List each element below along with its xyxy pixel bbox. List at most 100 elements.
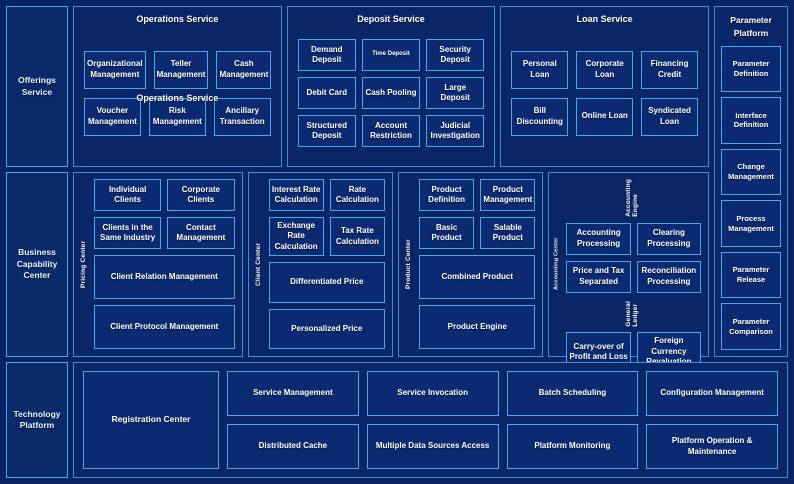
tile-clearing-processing[interactable]: Clearing Processing [636, 222, 701, 255]
tile-clients-in-the-same-industry[interactable]: Clients in the Same Industry [94, 217, 162, 249]
sidebar-item-parameter-comparison[interactable]: Parameter Comparison [721, 303, 781, 350]
tile-product-engine[interactable]: Product Engine [419, 305, 536, 349]
tile-service-management[interactable]: Service Management [227, 371, 359, 416]
tile-bill-discounting[interactable]: Bill Discounting [511, 97, 569, 136]
tile-cash-management[interactable]: Cash Management [216, 50, 272, 89]
business-capability-groups: Pricing Center Individual Clients Corpor… [73, 172, 709, 417]
tile-personalized-price[interactable]: Personalized Price [268, 308, 385, 350]
vlabel-product-center: Product Center [405, 239, 412, 289]
offerings-service-panels: Operations Service Organizational Manage… [73, 6, 710, 167]
tile-configuration-management[interactable]: Configuration Management [646, 371, 778, 416]
tile-multiple-data-sources-access[interactable]: Multiple Data Sources Access [366, 424, 499, 469]
tile-ancillary-transaction[interactable]: Ancillary Transaction [213, 97, 271, 136]
sidebar-item-parameter-definition[interactable]: Parameter Definition [721, 45, 781, 93]
tile-distributed-cache[interactable]: Distributed Cache [227, 424, 359, 469]
tile-service-invocation[interactable]: Service Invocation [366, 371, 499, 416]
tile-risk-management[interactable]: Risk Management [148, 97, 206, 136]
tile-debit-card[interactable]: Debit Card [297, 77, 356, 109]
group-body-product-center: Product Definition Product Management Ba… [415, 179, 536, 349]
tile-judicial-investigation[interactable]: Judicial Investigation [426, 115, 485, 147]
sidebar-spacer [714, 172, 788, 357]
tile-price-and-tax-separated[interactable]: Price and Tax Separated [566, 260, 631, 293]
panel-body-deposit-service: Demand Deposit Time Deposit Security Dep… [288, 30, 495, 166]
tile-reconciliation-processing[interactable]: Reconciliation Processing [636, 260, 701, 293]
rail-technology-platform[interactable]: Technology Platform [6, 362, 68, 478]
product-center-grid: Product Definition Product Management Ba… [419, 179, 536, 249]
tile-large-deposit[interactable]: Large Deposit [426, 77, 485, 109]
group-body-accounting-center: Accounting Engine Accounting Processing … [562, 179, 701, 417]
panel-technology-platform[interactable]: Registration Center Service Management S… [73, 362, 788, 478]
tile-accounting-processing[interactable]: Accounting Processing [566, 222, 631, 255]
tile-account-restriction[interactable]: Account Restriction [361, 115, 421, 147]
group-product-center[interactable]: Product Center Product Definition Produc… [398, 172, 544, 357]
tile-demand-deposit[interactable]: Demand Deposit [297, 39, 356, 71]
group-accounting-center[interactable]: Accounting Center Accounting Engine Acco… [548, 172, 709, 417]
tile-voucher-management[interactable]: Voucher Management [84, 97, 141, 136]
sidebar-item-process-management[interactable]: Process Management [721, 200, 781, 247]
tile-corporate-loan[interactable]: Corporate Loan [576, 50, 634, 89]
tile-corporate-clients[interactable]: Corporate Clients [167, 179, 235, 211]
technology-tiles-grid: Service Management Service Invocation Ba… [227, 371, 778, 469]
tile-product-definition[interactable]: Product Definition [419, 179, 475, 211]
client-center-grid: Interest Rate Calculation Rate Calculati… [268, 179, 385, 257]
row-offerings-service: Offerings Service Operations Service Org… [6, 6, 788, 357]
vlabel-accounting-engine: Accounting Engine [625, 179, 640, 217]
tile-registration-center[interactable]: Registration Center [83, 371, 219, 469]
tile-combined-product[interactable]: Combined Product [419, 255, 536, 299]
tile-syndicated-loan[interactable]: Syndicated Loan [641, 97, 699, 136]
panel-deposit-service[interactable]: Deposit Service Demand Deposit Time Depo… [286, 6, 496, 167]
panel-body-operations-service: Organizational Management Teller Managem… [74, 30, 281, 166]
group-pricing-center[interactable]: Pricing Center Individual Clients Corpor… [73, 172, 243, 357]
sidebar-parameter-platform[interactable]: Parameter Platform Parameter Definition … [714, 6, 788, 357]
tile-product-management[interactable]: Product Management [480, 179, 536, 211]
sidebar-item-interface-definition[interactable]: Interface Definition [721, 97, 781, 144]
rail-business-capability-center[interactable]: Business Capability Center [6, 172, 68, 357]
sidebar-item-change-management[interactable]: Change Management [721, 148, 781, 196]
group-client-center[interactable]: Client Center Interest Rate Calculation … [247, 172, 393, 357]
rail-offerings-service[interactable]: Offerings Service [6, 6, 68, 167]
deposit-service-grid-row-2: Debit Card Cash Pooling Large Deposit [297, 77, 485, 109]
tile-personal-loan[interactable]: Personal Loan [511, 50, 569, 89]
tile-interest-rate-calculation[interactable]: Interest Rate Calculation [268, 179, 324, 211]
tile-tax-rate-calculation[interactable]: Tax Rate Calculation [329, 217, 385, 257]
tile-cash-pooling[interactable]: Cash Pooling [361, 77, 421, 109]
panel-title-loan-service: Loan Service [576, 14, 633, 24]
sidebar-title-parameter-platform: Parameter Platform [730, 15, 772, 38]
vlabel-pricing-center: Pricing Center [80, 240, 87, 288]
tile-individual-clients[interactable]: Individual Clients [94, 179, 162, 211]
deposit-service-grid-row-3: Structured Deposit Account Restriction J… [297, 115, 485, 147]
tile-client-relation-management[interactable]: Client Relation Management [94, 255, 235, 299]
tile-security-deposit[interactable]: Security Deposit [426, 39, 485, 71]
tile-platform-monitoring[interactable]: Platform Monitoring [506, 424, 639, 469]
tile-differentiated-price[interactable]: Differentiated Price [268, 262, 385, 303]
tile-batch-scheduling[interactable]: Batch Scheduling [506, 371, 639, 416]
tile-structured-deposit[interactable]: Structured Deposit [297, 115, 356, 147]
tile-financing-credit[interactable]: Financing Credit [641, 50, 699, 89]
sidebar-item-parameter-release[interactable]: Parameter Release [721, 251, 781, 299]
panel-operations-service[interactable]: Operations Service Organizational Manage… [73, 6, 282, 167]
tile-online-loan[interactable]: Online Loan [576, 97, 634, 136]
pricing-center-grid: Individual Clients Corporate Clients Cli… [94, 179, 235, 249]
row-business-capability-center: Business Capability Center Pricing Cente… [6, 172, 788, 417]
group-body-client-center: Interest Rate Calculation Rate Calculati… [265, 179, 385, 350]
panel-loan-service[interactable]: Loan Service Personal Loan Corporate Loa… [500, 6, 710, 167]
group-body-pricing-center: Individual Clients Corporate Clients Cli… [90, 179, 235, 349]
tile-contact-management[interactable]: Contact Management [167, 217, 235, 249]
tile-organizational-management[interactable]: Organizational Management [84, 50, 146, 89]
tile-salable-product[interactable]: Salable Product [480, 217, 536, 249]
operations-service-grid-row-1: Organizational Management Teller Managem… [84, 50, 272, 89]
accounting-engine-grid: Accounting Processing Clearing Processin… [566, 222, 701, 293]
panel-title-deposit-service: Deposit Service [357, 14, 425, 24]
tile-exchange-rate-calculation[interactable]: Exchange Rate Calculation [268, 217, 324, 257]
tile-time-deposit[interactable]: Time Deposit [361, 39, 421, 71]
tile-client-protocol-management[interactable]: Client Protocol Management [94, 305, 235, 349]
tile-platform-operation-maintenance[interactable]: Platform Operation & Maintenance [646, 424, 778, 469]
technology-featured-wrap: Registration Center [83, 371, 219, 469]
tile-rate-calculation[interactable]: Rate Calculation [329, 179, 385, 211]
row-technology-platform: Technology Platform Registration Center … [6, 362, 788, 478]
tile-teller-management[interactable]: Teller Management [153, 50, 209, 89]
tile-basic-product[interactable]: Basic Product [419, 217, 475, 249]
vlabel-accounting-center: Accounting Center [553, 237, 560, 291]
loan-service-grid-row-2: Bill Discounting Online Loan Syndicated … [511, 97, 699, 136]
